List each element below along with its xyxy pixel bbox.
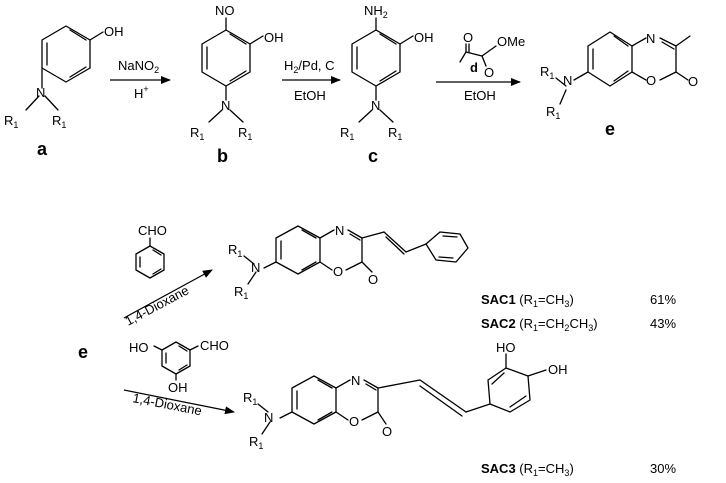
reagent-ethanol: EtOH: [294, 88, 326, 103]
yield-value: 30%: [650, 461, 676, 476]
hydroxyl-label: OH: [168, 380, 188, 395]
hydroxyl-label: OH: [104, 24, 124, 39]
methoxy-label: OMe: [497, 34, 525, 49]
arrow-condensation-2: [123, 389, 235, 415]
compound-label-b: b: [217, 146, 228, 166]
nitrogen-label: N: [264, 410, 273, 425]
nitrogen-label: N: [221, 98, 230, 113]
carbonyl-oxygen: O: [382, 424, 392, 439]
ring-nitrogen: N: [646, 31, 655, 46]
product-name: SAC3: [481, 461, 516, 476]
reagent-dioxane: 1,4-Dioxane: [122, 282, 191, 328]
reagent-hydrogenation: H2/Pd, C: [284, 58, 335, 75]
r1-label: R1: [388, 125, 402, 142]
carbonyl-oxygen: O: [368, 272, 378, 287]
aldehyde-label: CHO: [200, 338, 229, 353]
compound-e-bonds: [555, 31, 691, 105]
r1-label: R1: [243, 390, 257, 407]
r1-label: R1: [52, 113, 66, 130]
product-name: SAC2: [481, 316, 516, 331]
r1-label: R1: [249, 434, 263, 451]
benzaldehyde: CHO: [135, 223, 167, 279]
compound-b: NO OH N R1 R1 b: [190, 3, 284, 166]
carbonyl-oxygen: O: [463, 30, 473, 45]
reagent-ethanol: EtOH: [464, 88, 496, 103]
product-sac1-sac2: N O O N R1 R1: [228, 223, 469, 301]
nitrogen-label: N: [251, 260, 260, 275]
svg-text:SAC3 (R1=CH3): SAC3 (R1=CH3): [481, 461, 574, 478]
compound-c: NH2 OH N R1 R1 c: [340, 3, 434, 166]
compound-label-e: e: [605, 119, 615, 139]
ring-oxygen: O: [646, 73, 656, 88]
ring-nitrogen: N: [351, 373, 360, 388]
carbonyl-oxygen: O: [688, 74, 698, 89]
compound-label-c: c: [368, 146, 378, 166]
product-name: SAC1: [481, 292, 516, 307]
reagent-nano2: NaNO2: [118, 58, 159, 75]
compound-a: OH N R1 R1 a: [4, 24, 124, 159]
nitroso-label: NO: [215, 3, 235, 18]
r1-label: R1: [340, 125, 354, 142]
hydroxyl-label: HO: [496, 340, 516, 355]
hydroxyl-label: OH: [414, 30, 434, 45]
compound-label-a: a: [37, 139, 48, 159]
hydroxyl-label: HO: [129, 340, 149, 355]
nitrogen-label: N: [371, 98, 380, 113]
r1-label: R1: [546, 104, 560, 121]
svg-text:SAC1 (R1=CH3): SAC1 (R1=CH3): [481, 292, 574, 309]
arrow-condensation-1: [123, 269, 213, 319]
aldehyde-label: CHO: [138, 223, 167, 238]
dihydroxybenzaldehyde: HO CHO OH: [129, 338, 229, 395]
compound-e: N O O N R1 R1 e: [540, 31, 698, 139]
ring-oxygen: O: [349, 414, 359, 429]
compound-c-bonds: [351, 17, 414, 123]
nitrogen-label: N: [563, 73, 572, 88]
carbonyl-oxygen: O: [484, 65, 494, 80]
product-row-sac3: SAC3 (R1=CH3) 30%: [481, 461, 676, 478]
r1-label: R1: [228, 242, 242, 259]
ring-nitrogen: N: [335, 223, 344, 238]
r1-label: R1: [4, 113, 18, 130]
reagent-label-d: d: [470, 60, 478, 75]
ring-oxygen: O: [333, 264, 343, 279]
starting-label-e: e: [78, 342, 88, 362]
product-row-sac1: SAC1 (R1=CH3) 61%: [481, 292, 676, 309]
hydroxyl-label: OH: [264, 30, 284, 45]
methyl-pyruvate: O O OMe: [459, 30, 525, 80]
r1-label: R1: [540, 64, 554, 81]
yield-value: 61%: [650, 292, 676, 307]
r1-label: R1: [234, 284, 248, 301]
product-row-sac2: SAC2 (R1=CH2CH3) 43%: [481, 316, 676, 333]
hydroxyl-label: OH: [548, 362, 568, 377]
yield-value: 43%: [650, 316, 676, 331]
r1-label: R1: [238, 125, 252, 142]
nitrogen-label: N: [36, 85, 45, 100]
product-sac3: N O O N R1 R1 HO OH: [243, 340, 568, 451]
svg-text:SAC2 (R1=CH2CH3): SAC2 (R1=CH2CH3): [481, 316, 598, 333]
amino-label: NH2: [364, 3, 388, 20]
compound-a-bonds: [25, 25, 104, 111]
compound-b-bonds: [201, 17, 264, 123]
r1-label: R1: [190, 125, 204, 142]
reagent-acid: H+: [134, 84, 149, 101]
